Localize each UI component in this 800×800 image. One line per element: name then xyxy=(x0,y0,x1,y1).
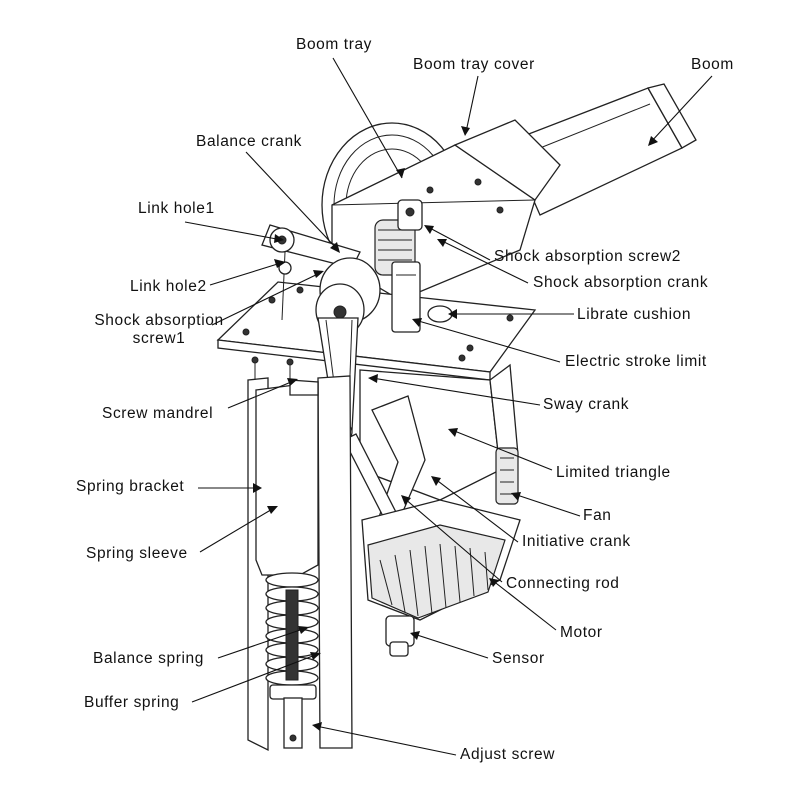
label-shock-absorption-screw1-line1: Shock absorption xyxy=(94,312,224,329)
label-balance-spring: Balance spring xyxy=(93,650,204,667)
label-initiative-crank: Initiative crank xyxy=(522,533,631,550)
label-sensor: Sensor xyxy=(492,650,545,667)
motor xyxy=(361,499,521,657)
label-shock-absorption-screw2: Shock absorption screw2 xyxy=(494,248,681,265)
label-balance-crank: Balance crank xyxy=(196,133,303,150)
label-electric-stroke-limit: Electric stroke limit xyxy=(565,353,707,370)
label-sway-crank: Sway crank xyxy=(543,396,630,413)
label-shock-absorption-screw1-line2: screw1 xyxy=(132,330,186,347)
label-boom-tray-cover: Boom tray cover xyxy=(413,56,535,73)
label-shock-absorption-screw1: Shock absorption screw1 xyxy=(84,312,234,348)
shock-absorption-crank xyxy=(374,199,423,276)
label-fan: Fan xyxy=(583,507,612,524)
buffer-spring xyxy=(269,684,317,749)
label-motor: Motor xyxy=(560,624,603,641)
label-connecting-rod: Connecting rod xyxy=(506,575,620,592)
label-adjust-screw: Adjust screw xyxy=(460,746,556,763)
label-link-hole1: Link hole1 xyxy=(138,200,215,217)
label-shock-absorption-crank: Shock absorption crank xyxy=(533,274,709,291)
label-spring-bracket: Spring bracket xyxy=(76,478,185,495)
label-librate-cushion: Librate cushion xyxy=(577,306,692,323)
label-boom: Boom xyxy=(691,56,734,73)
librate-cushion xyxy=(391,261,453,333)
label-link-hole2: Link hole2 xyxy=(130,278,207,295)
label-buffer-spring: Buffer spring xyxy=(84,694,180,711)
label-screw-mandrel: Screw mandrel xyxy=(102,405,214,422)
balance-spring xyxy=(265,572,319,686)
label-limited-triangle: Limited triangle xyxy=(556,464,671,481)
label-boom-tray: Boom tray xyxy=(296,36,373,53)
spring-sleeve xyxy=(255,379,319,576)
leader-lines xyxy=(184,57,713,756)
label-spring-sleeve: Spring sleeve xyxy=(86,545,188,562)
